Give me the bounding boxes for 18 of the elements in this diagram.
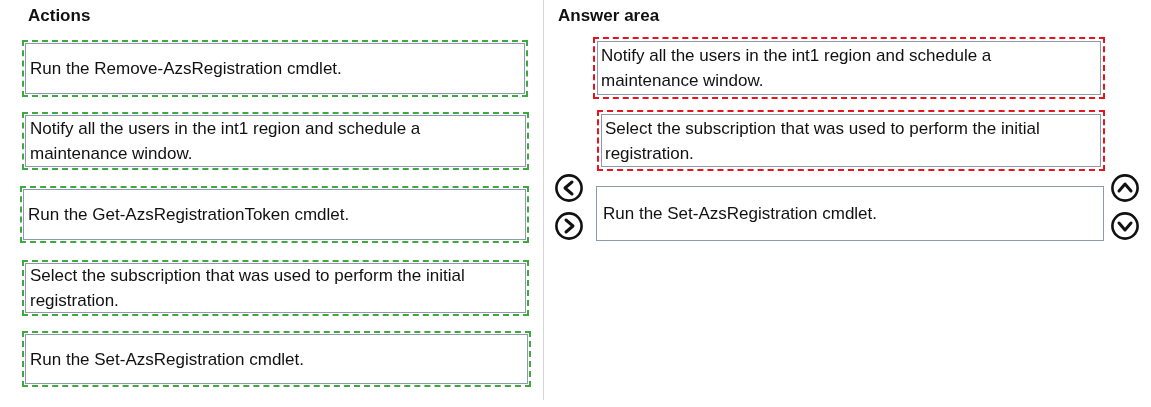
action-text: Select the subscription that was used to perform the initial registration. xyxy=(29,265,466,312)
answer-card xyxy=(593,37,1105,99)
action-card xyxy=(22,40,528,97)
action-card xyxy=(22,112,529,170)
panel-heading: Answer area xyxy=(558,6,660,26)
answer-card xyxy=(596,186,1104,241)
answer-text: Run the Set-AzsRegistration cmdlet. xyxy=(602,203,878,225)
action-text: Notify all the users in the int1 region and schedule a maintenance window. xyxy=(29,118,422,165)
action-card xyxy=(22,331,531,387)
panel-heading: Actions xyxy=(28,6,91,26)
action-text: Run the Remove-AzsRegistration cmdlet. xyxy=(29,58,343,80)
answer-text: Select the subscription that was used to perform the initial registration. xyxy=(604,117,1041,165)
action-card xyxy=(20,186,529,243)
answer-text: Notify all the users in the int1 region and schedule a maintenance window. xyxy=(600,45,993,92)
action-card xyxy=(22,260,529,316)
answer-card xyxy=(597,110,1105,171)
action-text: Run the Get-AzsRegistrationToken cmdlet. xyxy=(27,204,351,226)
action-text: Run the Set-AzsRegistration cmdlet. xyxy=(29,348,305,371)
